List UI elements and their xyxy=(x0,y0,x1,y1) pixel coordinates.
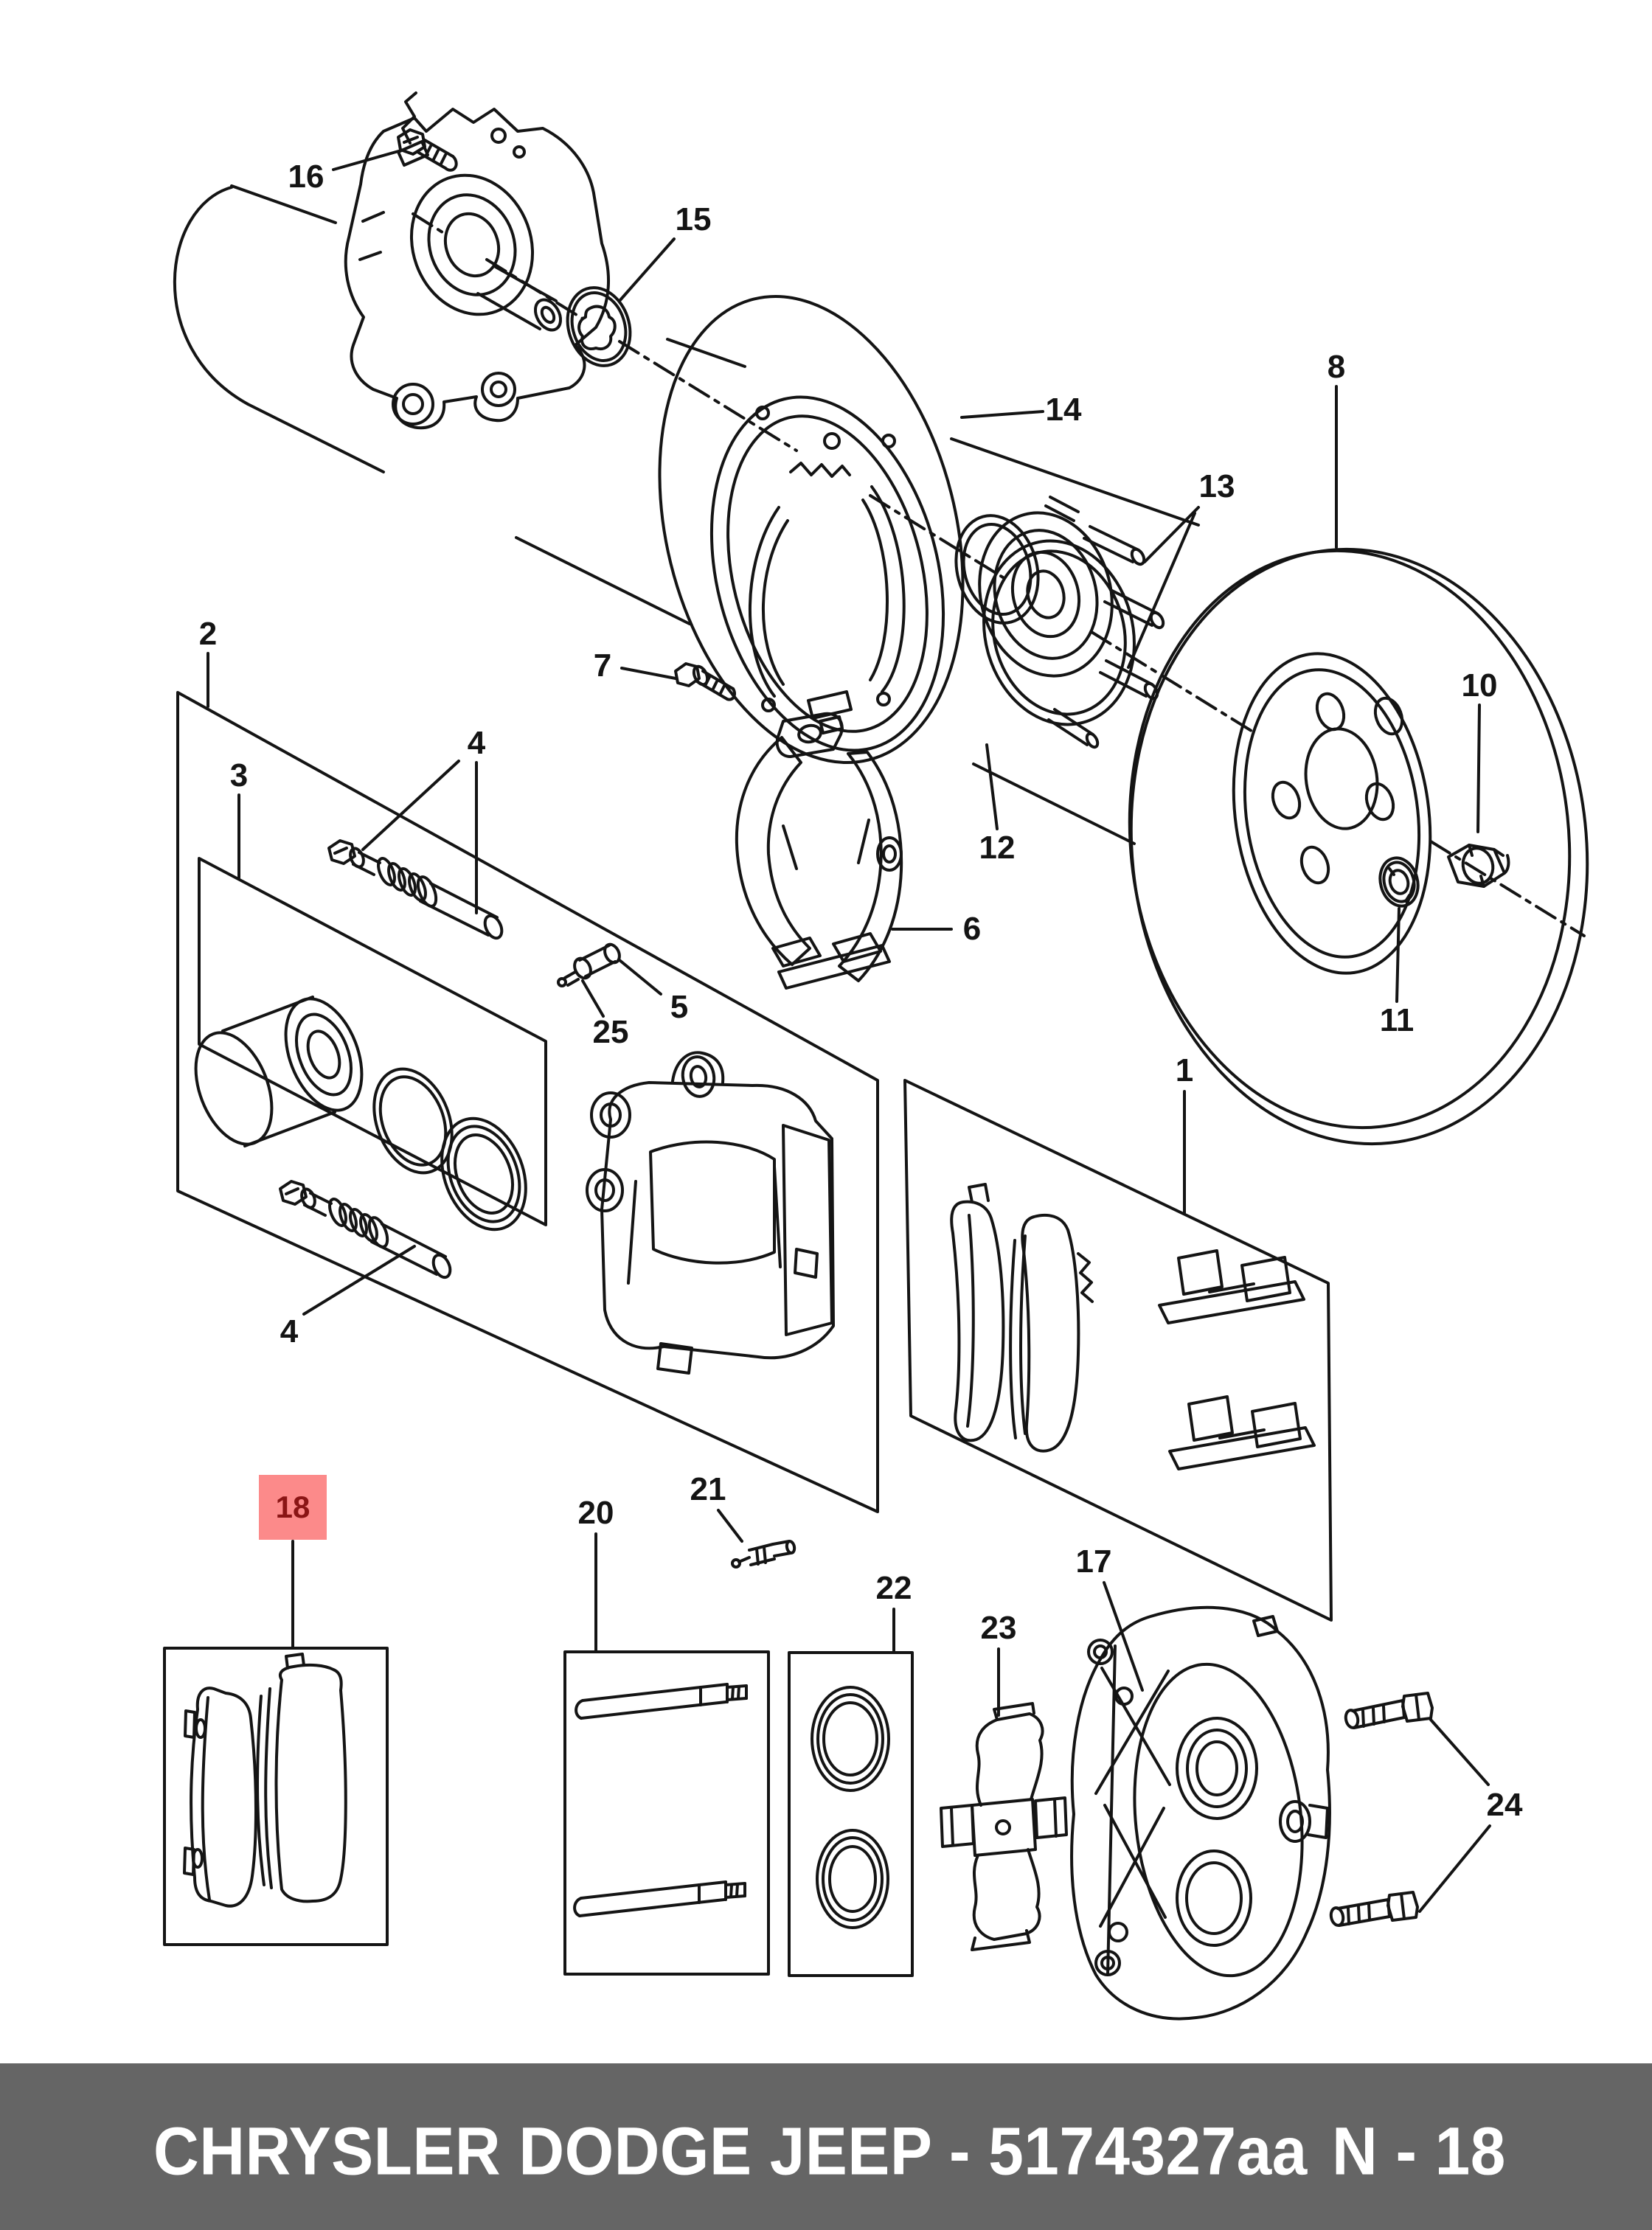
seal-kit-22-drawing xyxy=(811,1686,890,1929)
callout-22: 22 xyxy=(875,1570,912,1606)
kit-box-1 xyxy=(903,1079,1333,1622)
callout-13: 13 xyxy=(1198,468,1235,504)
washer-15-drawing xyxy=(566,286,632,367)
pad-kit-18-drawing xyxy=(183,1653,347,1908)
callout-4-lower: 4 xyxy=(280,1313,299,1350)
callout-1: 1 xyxy=(1175,1052,1194,1088)
callout-10: 10 xyxy=(1461,667,1498,704)
callout-4-upper: 4 xyxy=(467,725,486,761)
callout-8: 8 xyxy=(1327,349,1346,385)
nut-10-drawing xyxy=(1447,844,1510,888)
washer-11-drawing xyxy=(1378,856,1420,908)
kit-box-22 xyxy=(788,1651,914,1977)
ghost-axle-outline xyxy=(173,184,1200,845)
backing-plate-14-drawing xyxy=(658,294,965,765)
callout-6: 6 xyxy=(962,911,982,947)
callout-2: 2 xyxy=(198,616,218,652)
callout-12: 12 xyxy=(979,830,1016,866)
bleeder-screw-21-drawing xyxy=(731,1540,796,1569)
footer-page-number: N - 18 xyxy=(1332,2113,1506,2189)
callout-3: 3 xyxy=(229,757,249,793)
pin-5-drawing xyxy=(557,942,621,987)
callout-25: 25 xyxy=(592,1014,629,1050)
callout-18: 18 xyxy=(259,1475,327,1540)
rotor-8-drawing xyxy=(1128,547,1589,1146)
callout-7: 7 xyxy=(593,647,612,684)
knuckle-assembly-drawing xyxy=(344,91,611,430)
bolt-24-lower-drawing xyxy=(1329,1891,1419,1927)
pin-kit-20-drawing xyxy=(573,1683,748,1917)
bolt-24-upper-drawing xyxy=(1344,1692,1434,1729)
caliper-housing-drawing xyxy=(586,1051,835,1375)
caliper-17-drawing xyxy=(1070,1605,1331,2021)
kit-box-2 xyxy=(176,691,879,1513)
hub-bearing-12-drawing xyxy=(954,496,1165,749)
kit-box-18 xyxy=(163,1647,389,1946)
callout-11: 11 xyxy=(1379,1002,1415,1038)
guide-pin-lower-drawing xyxy=(279,1180,452,1279)
callout-24: 24 xyxy=(1486,1787,1523,1823)
callout-16: 16 xyxy=(288,159,324,195)
callout-5: 5 xyxy=(670,989,689,1025)
brake-pads-and-clips-drawing xyxy=(950,1183,1316,1470)
piston-and-seals-drawing xyxy=(194,996,527,1232)
adapter-bracket-6-drawing xyxy=(735,712,903,990)
spring-clip-23-drawing xyxy=(940,1702,1068,1951)
guide-pin-upper-drawing xyxy=(327,839,504,940)
callout-17: 17 xyxy=(1075,1543,1112,1580)
footer: CHRYSLER DODGE JEEP - 5174327aa N - 18 xyxy=(0,2063,1652,2230)
callout-15: 15 xyxy=(675,201,712,237)
callout-leader-lines xyxy=(206,149,1491,1913)
bolt-7-drawing xyxy=(674,662,737,701)
callout-23: 23 xyxy=(980,1610,1017,1646)
kit-box-20 xyxy=(563,1650,770,1976)
footer-catalog-title: CHRYSLER DODGE JEEP - 5174327aa xyxy=(153,2113,1308,2189)
callout-21: 21 xyxy=(690,1471,726,1507)
callout-14: 14 xyxy=(1045,392,1082,428)
callout-20: 20 xyxy=(577,1495,614,1531)
kit-box-3 xyxy=(198,857,547,1226)
